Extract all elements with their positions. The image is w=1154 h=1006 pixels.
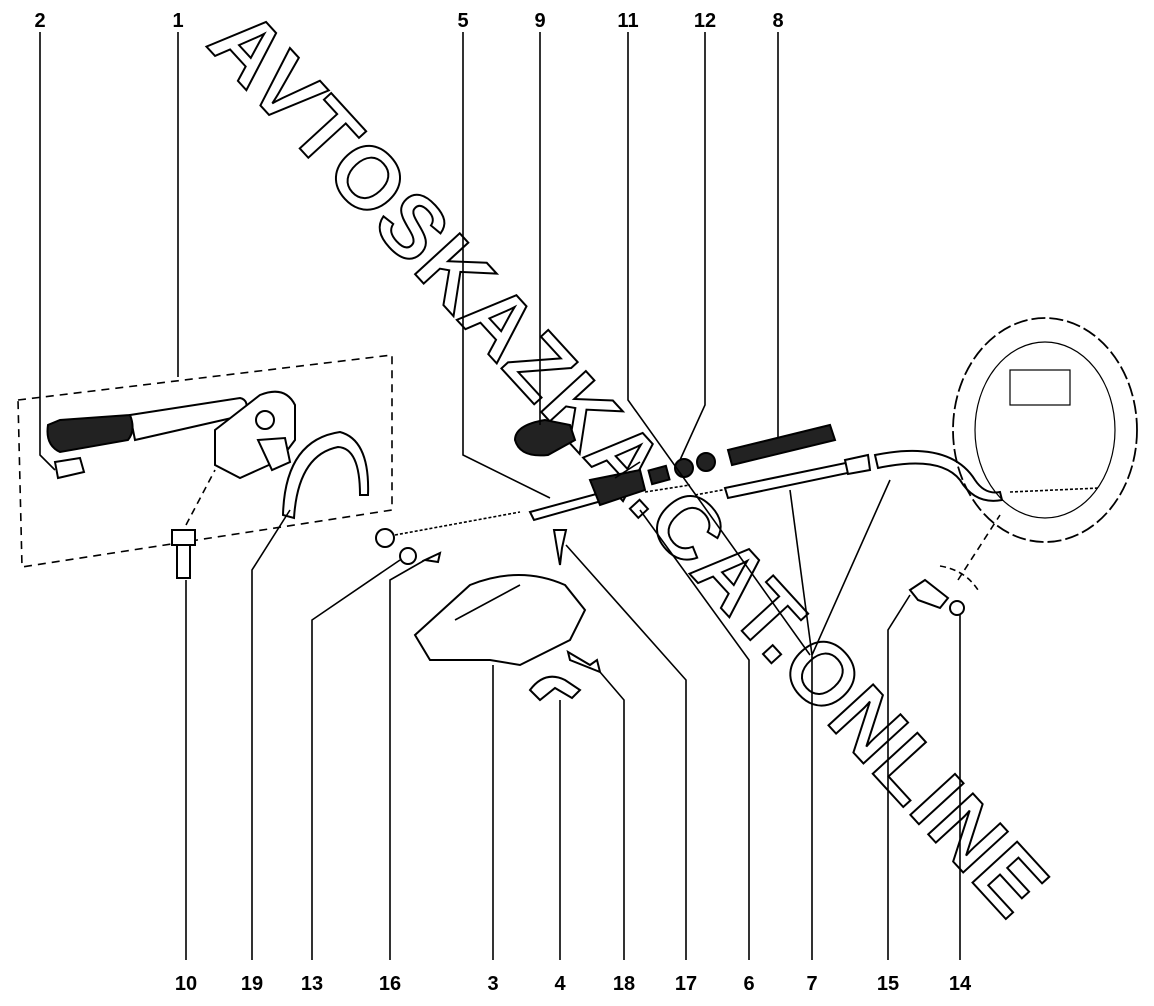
cable-guide-cover [413,574,587,667]
callout-10: 10 [175,973,197,995]
assembly-arc [939,565,979,591]
lever-cover [281,430,370,520]
callout-3: 3 [487,973,498,995]
leader-lines [39,32,961,960]
callout-7: 7 [806,973,817,995]
adjusting-nut [696,452,716,472]
callout-6: 6 [743,973,754,995]
callout-13: 13 [301,973,323,995]
lock-nut [674,458,694,478]
callout-2: 2 [34,10,45,32]
rubber-boot [513,418,577,457]
washer [949,600,965,616]
callout-18: 18 [613,973,635,995]
callout-19: 19 [241,973,263,995]
callout-1: 1 [172,10,183,32]
mounting-bolt [171,529,196,579]
equalizer-bracket [528,461,691,522]
callout-17: 17 [675,973,697,995]
assembly-arrow [957,514,1001,581]
handbrake-lever [46,390,296,480]
callout-9: 9 [534,10,545,32]
lever-end-cap [53,456,86,480]
callout-4: 4 [554,973,566,995]
callout-11: 11 [617,10,638,32]
cover-screw [552,529,568,566]
callout-12: 12 [694,10,716,32]
adjuster-sleeve [647,464,671,486]
clip-screw [566,649,602,674]
return-spring [726,423,837,467]
callout-8: 8 [772,10,783,32]
front-cable [375,511,521,565]
callout-5: 5 [457,10,468,32]
callout-14: 14 [949,973,972,995]
rear-cable [694,449,1101,502]
rear-brake-shield [952,317,1138,543]
assembly-arrow [185,469,216,526]
cover-rib [454,584,521,621]
cable-clip [528,675,582,702]
callout-15: 15 [877,973,899,995]
callout-16: 16 [379,973,401,995]
shield-bolt [908,578,950,610]
